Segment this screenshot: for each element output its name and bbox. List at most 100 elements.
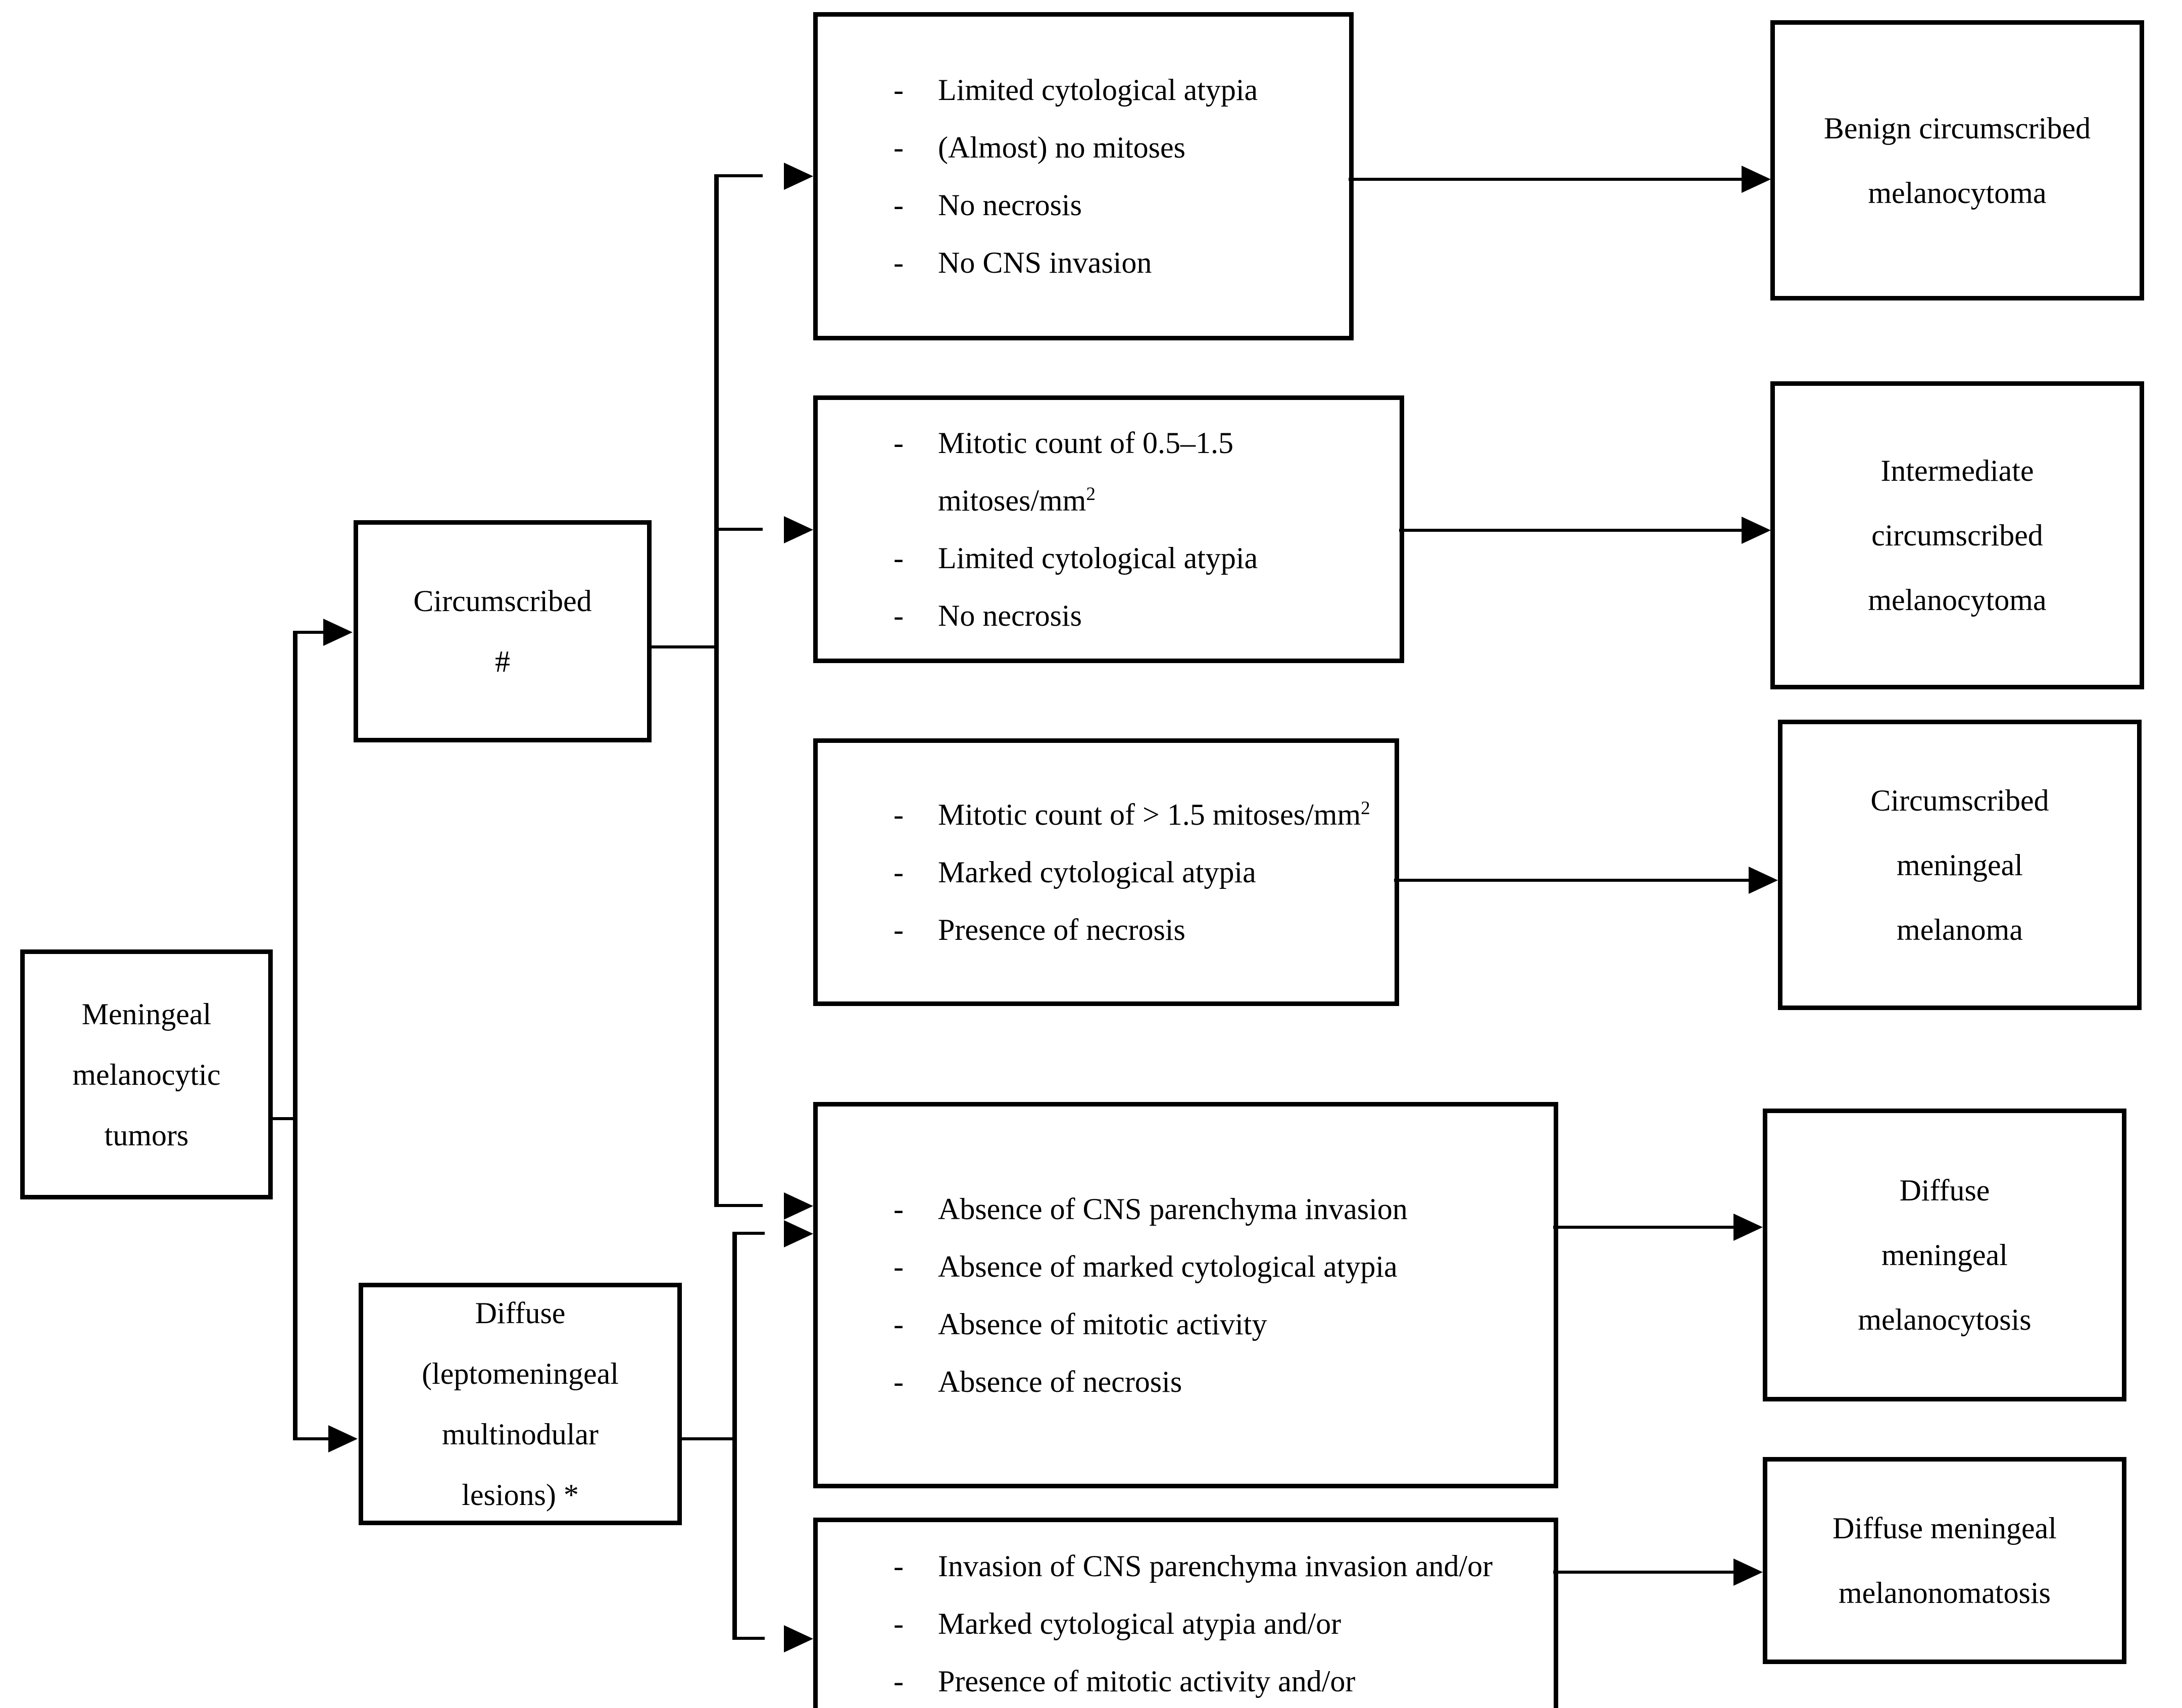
arrowhead-to-criteria-2 [784, 516, 813, 543]
outcome-line: meningeal [1881, 1238, 2008, 1272]
criteria-item: - No CNS invasion [894, 234, 1334, 291]
connector-to-criteria-2 [714, 528, 763, 531]
bullet-dash: - [894, 1249, 904, 1283]
criteria-item: - (Almost) no mitoses [894, 119, 1334, 176]
criteria-item: - No necrosis [894, 176, 1334, 234]
outcome-line: melanocytoma [1868, 583, 2047, 617]
connector-to-criteria-1 [714, 174, 763, 177]
node-meningeal-melanocytic-tumors[interactable]: Meningeal melanocytic tumors [20, 949, 273, 1199]
node-circumscribed[interactable]: Circumscribed # [354, 520, 652, 742]
connector-to-diffuse [293, 1437, 329, 1440]
node-line: (leptomeningeal [422, 1357, 619, 1390]
outcome-intermediate-circumscribed-melanocytoma[interactable]: Intermediate circumscribed melanocytoma [1770, 381, 2144, 689]
criteria-item: - Marked cytological atypia [894, 843, 1379, 901]
node-line: melanocytic [72, 1058, 221, 1091]
criteria-item: - Marked cytological atypia and/or [894, 1595, 1539, 1652]
arrowhead-to-outcome-4 [1733, 1214, 1763, 1241]
connector-to-criteria-4 [732, 1232, 765, 1235]
connector-criteria4-to-outcome4 [1553, 1226, 1735, 1229]
arrowhead-to-outcome-2 [1742, 517, 1771, 544]
criteria-text: Presence of necrosis [938, 913, 1185, 946]
bullet-dash: - [894, 1192, 904, 1226]
bullet-dash: - [894, 1607, 904, 1640]
criteria-box-diffuse-melanonomatosis[interactable]: - Invasion of CNS parenchyma invasion an… [813, 1518, 1558, 1708]
connector-to-circumscribed [293, 631, 324, 634]
arrowhead-to-outcome-1 [1742, 166, 1771, 193]
criteria-text: No CNS invasion [938, 246, 1152, 279]
criteria-text: Limited cytological atypia [938, 541, 1258, 575]
outcome-line: Diffuse [1899, 1174, 1990, 1207]
outcome-line: melanonomatosis [1839, 1576, 2051, 1610]
outcome-line: Circumscribed [1870, 783, 2049, 817]
criteria-text: Mitotic count of > 1.5 mitoses/mm2 [938, 798, 1370, 831]
outcome-diffuse-meningeal-melanocytosis[interactable]: Diffuse meningeal melanocytosis [1763, 1109, 2126, 1401]
criteria-item: - Absence of marked cytological atypia [894, 1238, 1539, 1295]
criteria-text: Invasion of CNS parenchyma invasion and/… [938, 1549, 1493, 1583]
outcome-diffuse-meningeal-melanonomatosis[interactable]: Diffuse meningeal melanonomatosis [1763, 1457, 2126, 1664]
node-diffuse[interactable]: Diffuse (leptomeningeal multinodular les… [359, 1283, 682, 1525]
connector-criteria3-to-outcome3 [1394, 879, 1750, 882]
criteria-item: - Presence of mitotic activity and/or [894, 1652, 1539, 1708]
node-line: lesions) * [462, 1478, 579, 1512]
arrowhead-to-outcome-5 [1733, 1559, 1763, 1586]
criteria-item: - Limited cytological atypia [894, 61, 1334, 119]
connector-main-trunk [293, 632, 297, 1440]
outcome-line: circumscribed [1871, 519, 2043, 552]
criteria-box-intermediate-melanocytoma[interactable]: - Mitotic count of 0.5–1.5 mitoses/mm2 -… [813, 395, 1404, 663]
bullet-dash: - [894, 1365, 904, 1398]
criteria-text: (Almost) no mitoses [938, 131, 1185, 164]
outcome-circumscribed-meningeal-melanoma[interactable]: Circumscribed meningeal melanoma [1778, 720, 2142, 1010]
arrowhead-to-circumscribed [323, 619, 353, 646]
criteria-box-diffuse-melanocytosis[interactable]: - Absence of CNS parenchyma invasion - A… [813, 1102, 1558, 1488]
connector-criteria5-to-outcome5 [1553, 1571, 1735, 1574]
criteria-item: - Mitotic count of 0.5–1.5 mitoses/mm2 [894, 414, 1384, 529]
bullet-dash: - [894, 73, 904, 107]
criteria-text: No necrosis [938, 599, 1082, 632]
outcome-line: Diffuse meningeal [1832, 1512, 2057, 1545]
criteria-box-benign-melanocytoma[interactable]: - Limited cytological atypia - (Almost) … [813, 12, 1354, 340]
connector-criteria2-to-outcome2 [1399, 529, 1743, 532]
criteria-item: - Absence of necrosis [894, 1353, 1539, 1411]
bullet-dash: - [894, 131, 904, 164]
bullet-dash: - [894, 426, 904, 460]
node-line: multinodular [442, 1418, 599, 1451]
connector-diffuse-stub [682, 1437, 734, 1440]
arrowhead-to-criteria-3 [784, 1192, 813, 1220]
arrowhead-to-criteria-5 [784, 1625, 813, 1652]
criteria-text: Absence of CNS parenchyma invasion [938, 1192, 1408, 1226]
criteria-item: - Invasion of CNS parenchyma invasion an… [894, 1537, 1539, 1595]
outcome-line: melanocytosis [1858, 1303, 2031, 1336]
criteria-item: - Absence of mitotic activity [894, 1295, 1539, 1353]
criteria-item: - Presence of necrosis [894, 901, 1379, 959]
criteria-box-circumscribed-melanoma[interactable]: - Mitotic count of > 1.5 mitoses/mm2 - M… [813, 738, 1399, 1006]
criteria-text: Mitotic count of 0.5–1.5 mitoses/mm2 [938, 426, 1233, 517]
bullet-dash: - [894, 1549, 904, 1583]
bullet-dash: - [894, 246, 904, 279]
node-line: Diffuse [475, 1296, 566, 1330]
node-footnote-marker: # [495, 645, 510, 678]
outcome-line: melanocytoma [1868, 176, 2047, 210]
bullet-dash: - [894, 1307, 904, 1341]
arrowhead-to-outcome-3 [1749, 867, 1778, 894]
outcome-line: Benign circumscribed [1823, 111, 2091, 145]
bullet-dash: - [894, 188, 904, 222]
criteria-text: No necrosis [938, 188, 1082, 222]
outcome-benign-circumscribed-melanocytoma[interactable]: Benign circumscribed melanocytoma [1770, 20, 2144, 300]
node-line: tumors [104, 1118, 189, 1152]
connector-to-criteria-3 [714, 1204, 763, 1207]
connector-to-criteria-5 [732, 1637, 765, 1640]
criteria-item: - No necrosis [894, 587, 1384, 644]
criteria-text: Limited cytological atypia [938, 73, 1258, 107]
criteria-item: - Limited cytological atypia [894, 529, 1384, 587]
connector-root-stub [273, 1117, 295, 1120]
criteria-text: Absence of marked cytological atypia [938, 1249, 1398, 1283]
criteria-text: Marked cytological atypia and/or [938, 1607, 1342, 1640]
outcome-line: melanoma [1897, 913, 2023, 946]
bullet-dash: - [894, 798, 904, 831]
arrowhead-to-criteria-4 [784, 1220, 813, 1247]
bullet-dash: - [894, 541, 904, 575]
arrowhead-to-diffuse [328, 1425, 358, 1452]
bullet-dash: - [894, 599, 904, 632]
node-line: Meningeal [81, 997, 212, 1031]
